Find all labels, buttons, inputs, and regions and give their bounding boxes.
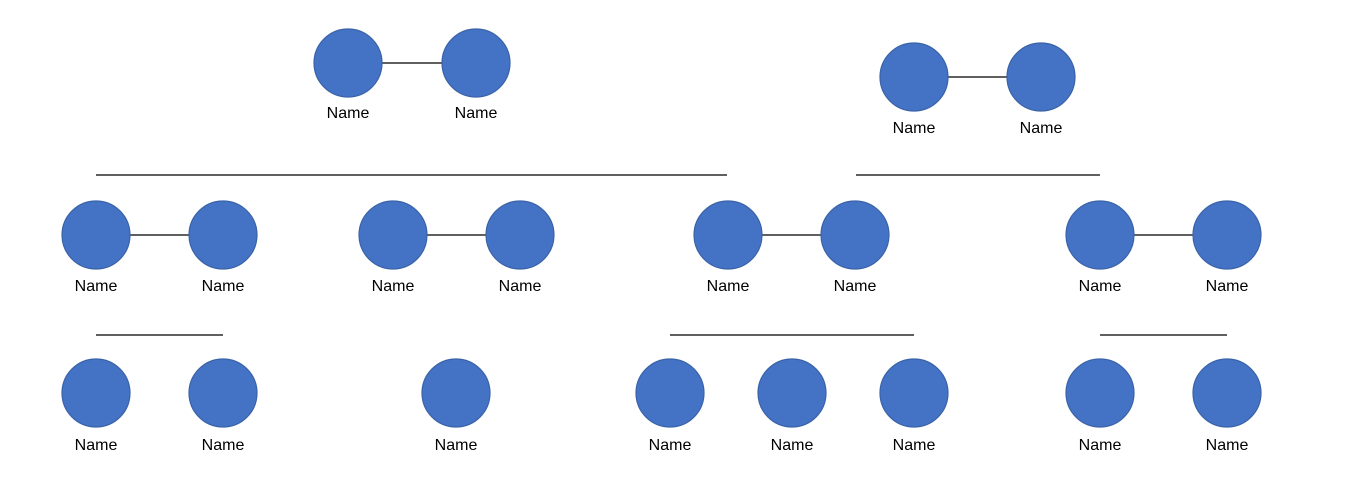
gen3-child-2-1-name: Name — [435, 437, 478, 454]
gen1-couple-a-right-name: Name — [455, 105, 498, 122]
gen2-couple-3: Name Name — [693, 200, 890, 295]
gen1-couple-a-left-node[interactable] — [313, 28, 383, 98]
gen1-couple-a: Name Name — [313, 28, 511, 122]
gen2-couple-2-right-name: Name — [499, 278, 542, 295]
gen3-child-3-2-name: Name — [771, 437, 814, 454]
gen1-couple-a-left-name: Name — [327, 105, 370, 122]
gen2-couple-3-right-name: Name — [834, 278, 877, 295]
gen2-couple-1: Name Name — [61, 200, 258, 295]
gen3-child-4-1-node[interactable] — [1065, 358, 1135, 428]
gen2-couple-1-right-node[interactable] — [188, 200, 258, 270]
gen3-child-2-1-node[interactable] — [421, 358, 491, 428]
gen2-couple-2-left-name: Name — [372, 278, 415, 295]
gen1-couple-a-right-node[interactable] — [441, 28, 511, 98]
gen3-child-3-3-node[interactable] — [879, 358, 949, 428]
gen3-children-1: Name Name — [61, 358, 258, 454]
gen2-couple-2: Name Name — [358, 200, 555, 295]
gen2-couple-4-left-name: Name — [1079, 278, 1122, 295]
gen2-couple-4-right-node[interactable] — [1192, 200, 1262, 270]
gen1-couple-b: Name Name — [879, 42, 1076, 137]
gen2-couple-4-right-name: Name — [1206, 278, 1249, 295]
gen3-child-1-1-node[interactable] — [61, 358, 131, 428]
gen3-child-4-2-node[interactable] — [1192, 358, 1262, 428]
gen2-couple-3-right-node[interactable] — [820, 200, 890, 270]
gen2-couple-1-right-name: Name — [202, 278, 245, 295]
gen3-child-3-1-name: Name — [649, 437, 692, 454]
gen3-child-3-2-node[interactable] — [757, 358, 827, 428]
gen2-couple-4: Name Name — [1065, 200, 1262, 295]
gen1-couple-b-right-name: Name — [1020, 120, 1063, 137]
gen2-couple-3-left-node[interactable] — [693, 200, 763, 270]
gen3-child-1-1-name: Name — [75, 437, 118, 454]
gen1-couple-b-left-name: Name — [893, 120, 936, 137]
gen3-children-4: Name Name — [1065, 358, 1262, 454]
gen3-child-4-2-name: Name — [1206, 437, 1249, 454]
gen3-children-3: Name Name Name — [635, 358, 949, 454]
gen3-child-1-2-node[interactable] — [188, 358, 258, 428]
gen3-child-4-1-name: Name — [1079, 437, 1122, 454]
gen1-couple-b-right-node[interactable] — [1006, 42, 1076, 112]
gen3-child-1-2-name: Name — [202, 437, 245, 454]
gen3-children-2: Name — [421, 358, 491, 454]
gen2-couple-2-right-node[interactable] — [485, 200, 555, 270]
gen3-child-3-1-node[interactable] — [635, 358, 705, 428]
gen2-couple-2-left-node[interactable] — [358, 200, 428, 270]
gen3-child-3-3-name: Name — [893, 437, 936, 454]
gen2-couple-4-left-node[interactable] — [1065, 200, 1135, 270]
gen2-couple-3-left-name: Name — [707, 278, 750, 295]
gen1-couple-b-left-node[interactable] — [879, 42, 949, 112]
gen2-couple-1-left-name: Name — [75, 278, 118, 295]
gen2-couple-1-left-node[interactable] — [61, 200, 131, 270]
